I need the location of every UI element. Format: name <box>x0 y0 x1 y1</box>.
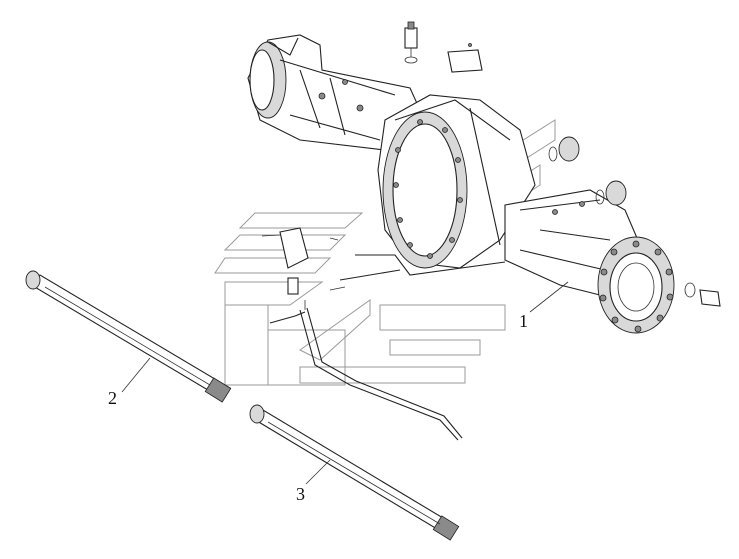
half-shaft-right <box>249 404 460 541</box>
cover-plate <box>447 43 483 73</box>
flange-bolts <box>393 119 463 259</box>
callout-label-1: 1 <box>519 311 528 331</box>
callout-label-2: 2 <box>108 388 117 408</box>
half-shaft-left <box>25 270 232 403</box>
axle-housing <box>247 34 675 334</box>
callout-3: 3 <box>296 459 331 504</box>
brake-tube <box>269 300 463 441</box>
brake-components <box>261 227 346 295</box>
hub-bolts <box>599 240 674 333</box>
drain-plugs <box>548 136 721 307</box>
callout-1: 1 <box>519 281 569 331</box>
breather-valve <box>404 21 418 64</box>
callout-2: 2 <box>108 357 151 408</box>
callout-label-3: 3 <box>296 484 305 504</box>
